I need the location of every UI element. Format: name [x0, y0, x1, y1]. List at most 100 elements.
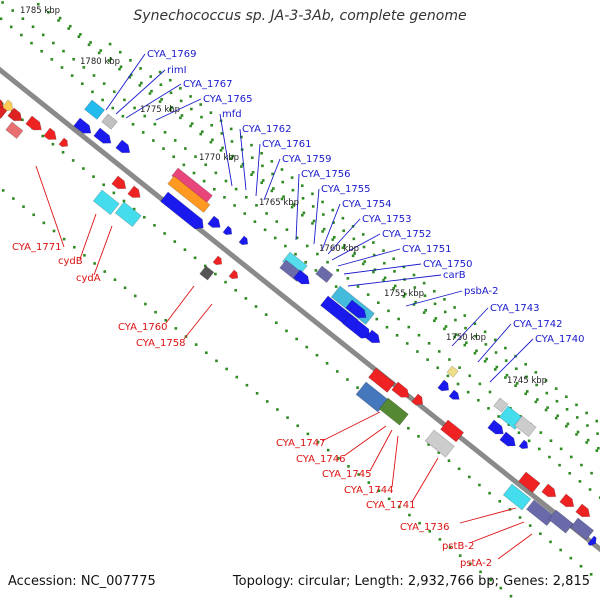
forward-gene-label[interactable]: CYA_1756	[301, 169, 350, 180]
scale-dot	[436, 366, 440, 370]
scale-dot	[539, 431, 543, 434]
scale-dot	[393, 284, 397, 288]
forward-gene-label[interactable]: CYA_1755	[321, 184, 370, 195]
scale-dot	[139, 67, 142, 70]
reverse-gene-label[interactable]: CYA_1747	[276, 438, 325, 449]
forward-gene-label[interactable]: CYA_1752	[382, 229, 431, 240]
scale-dot	[443, 310, 447, 314]
forward-gene-label[interactable]: CYA_1743	[490, 303, 539, 314]
forward-gene-label[interactable]: CYA_1767	[183, 79, 232, 90]
reverse-gene-label[interactable]: CYA_1741	[366, 500, 415, 511]
scale-dot	[122, 199, 126, 203]
forward-gene-label[interactable]: CYA_1742	[513, 319, 562, 330]
forward-gene-label[interactable]: rimI	[167, 65, 187, 76]
scale-dot	[483, 360, 487, 363]
scale-dot	[240, 165, 243, 168]
scale-dot	[87, 43, 91, 47]
scale-dot	[515, 382, 519, 385]
scale-dot	[525, 390, 529, 393]
scale-dot	[464, 326, 467, 330]
forward-gene-label[interactable]: CYA_1762	[242, 124, 291, 135]
scale-dot	[424, 308, 428, 312]
scale-dot	[477, 398, 480, 402]
forward-gene-label[interactable]: CYA_1769	[147, 49, 196, 60]
gene-block	[345, 299, 367, 319]
scale-dot	[284, 244, 287, 248]
genome-backbone	[0, 66, 600, 553]
forward-gene-label[interactable]: mfd	[222, 109, 242, 120]
reverse-gene-label[interactable]: pstB-2	[442, 541, 474, 552]
scale-dot	[315, 353, 319, 357]
scale-dot	[12, 197, 15, 200]
scale-dot	[1, 1, 4, 4]
scale-dot	[159, 83, 163, 86]
reverse-gene-label[interactable]: CYA_1736	[400, 522, 449, 533]
label-leader	[489, 338, 534, 383]
scale-dot	[596, 432, 599, 435]
reverse-gene-label[interactable]: CYA_1745	[322, 469, 371, 480]
scale-dot	[342, 229, 345, 233]
scale-dot	[311, 205, 315, 208]
scale-dot	[413, 286, 417, 289]
gene-block	[101, 113, 118, 130]
reverse-gene-label[interactable]: pstA-2	[460, 558, 492, 569]
scale-dot	[118, 50, 122, 54]
scale-dot	[68, 24, 72, 28]
reverse-gene-label[interactable]: CYA_1746	[296, 454, 345, 465]
reverse-gene-label[interactable]: cydB	[58, 256, 83, 267]
scale-dot	[534, 371, 538, 374]
reverse-gene-label[interactable]: cydA	[76, 273, 101, 284]
scale-dot	[144, 302, 147, 306]
scale-dot	[244, 297, 248, 300]
scale-dot	[387, 497, 391, 501]
scale-dot	[558, 463, 561, 467]
scale-dot	[515, 367, 518, 371]
scale-dot	[392, 257, 395, 261]
scale-dot	[357, 473, 360, 476]
scale-dot	[504, 346, 507, 350]
forward-gene-label[interactable]: CYA_1759	[282, 154, 331, 165]
forward-gene-label[interactable]: CYA_1761	[262, 139, 311, 150]
scale-dot	[414, 300, 417, 304]
scale-dot	[234, 187, 238, 191]
reverse-gene-label[interactable]: CYA_1744	[344, 485, 393, 496]
scale-dot	[312, 219, 316, 223]
scale-dot	[160, 97, 163, 101]
forward-gene-label[interactable]: carB	[443, 270, 466, 281]
scale-tick-label: 1750 kbp	[446, 333, 486, 343]
gene-block	[92, 189, 120, 216]
scale-dot	[21, 17, 25, 20]
scale-dot	[585, 411, 588, 415]
scale-dot	[346, 277, 350, 280]
scale-dot	[336, 268, 340, 272]
scale-dot	[240, 135, 243, 139]
reverse-gene-label[interactable]: CYA_1760	[118, 322, 167, 333]
scale-dot	[495, 365, 499, 369]
scale-dot	[469, 562, 472, 566]
scale-dot	[306, 432, 310, 436]
scale-dot	[575, 403, 578, 407]
forward-gene-label[interactable]: CYA_1765	[203, 94, 252, 105]
scale-dot	[438, 538, 442, 541]
scale-dot	[586, 438, 590, 442]
scale-dot	[230, 140, 234, 143]
scale-dot	[585, 441, 588, 444]
scale-dot	[99, 49, 103, 52]
gene-block	[160, 191, 204, 230]
forward-gene-label[interactable]: CYA_1750	[423, 259, 472, 270]
scale-dot	[1, 189, 5, 192]
scale-dot	[168, 108, 172, 112]
gene-block	[365, 329, 381, 344]
reverse-gene-label[interactable]: CYA_1758	[136, 338, 185, 349]
scale-dot	[210, 123, 213, 127]
forward-gene-label[interactable]: CYA_1751	[402, 244, 451, 255]
reverse-gene-label[interactable]: CYA_1771	[12, 242, 61, 253]
forward-gene-label[interactable]: psbA-2	[464, 286, 499, 297]
forward-gene-label[interactable]: CYA_1740	[535, 334, 584, 345]
forward-gene-label[interactable]: CYA_1753	[362, 214, 411, 225]
forward-gene-label[interactable]: CYA_1754	[342, 199, 391, 210]
scale-dot	[260, 181, 263, 185]
scale-tick-label: 1780 kbp	[80, 57, 120, 67]
gene-block	[93, 127, 112, 144]
scale-dot	[172, 155, 175, 159]
